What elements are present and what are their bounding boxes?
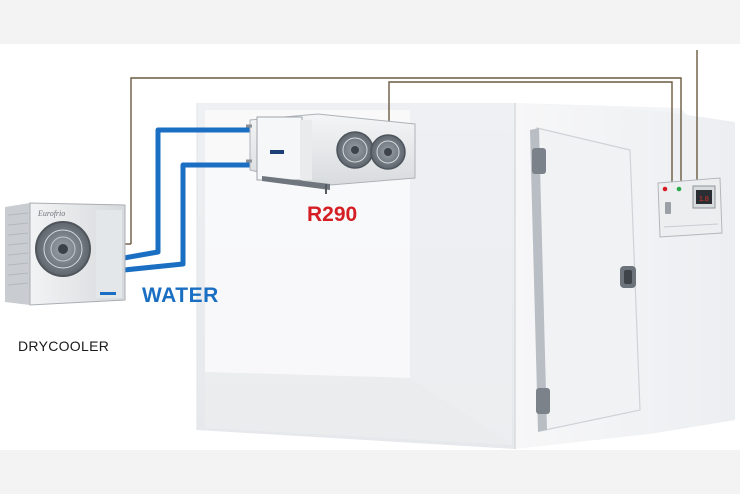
svg-text:1.8: 1.8: [699, 196, 709, 203]
drycooler-unit-icon: Eurofrio: [5, 202, 126, 306]
signal-cables: [120, 50, 698, 245]
cold-room-door-icon: [530, 127, 641, 432]
control-panel-icon: 1.8: [657, 177, 723, 238]
drycooler-label: DRYCOOLER: [18, 338, 110, 354]
refrigerant-label: R290: [307, 203, 358, 226]
water-label: WATER: [142, 284, 219, 307]
water-pipes: [123, 127, 252, 273]
svg-text:Eurofrio: Eurofrio: [37, 209, 65, 218]
evaporator-unit-icon: [246, 113, 416, 194]
top-band: [0, 0, 740, 44]
bottom-band: [0, 450, 740, 494]
